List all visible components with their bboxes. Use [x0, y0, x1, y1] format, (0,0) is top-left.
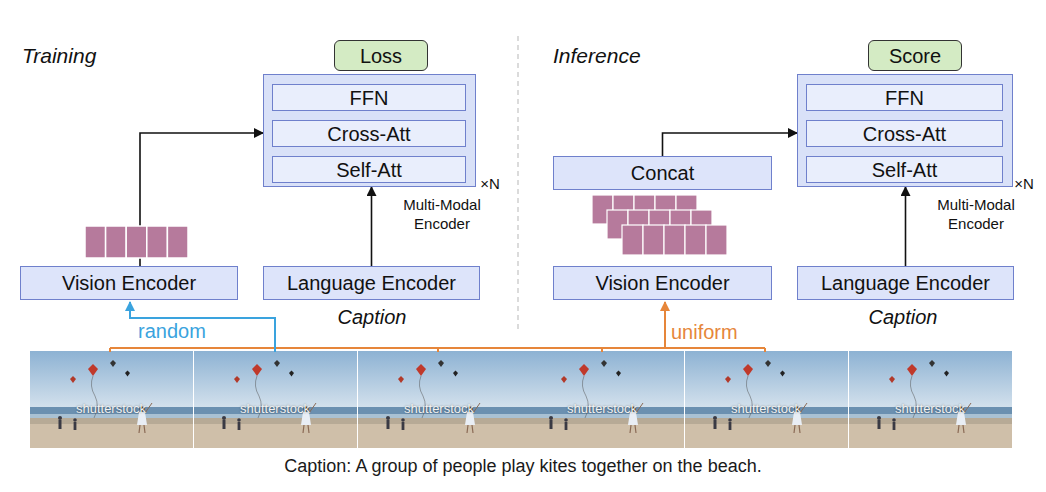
encoder-block: ×NMulti-Modal EncoderFFNCross-AttSelf-At…	[797, 74, 1013, 187]
layer-box: Cross-Att	[806, 120, 1003, 147]
repeat-mark: ×N	[1012, 175, 1036, 194]
box-label: Self-Att	[336, 159, 402, 181]
uniform-sampling-lines	[110, 302, 765, 352]
watermark: shutterstock	[880, 402, 980, 417]
video-frames	[30, 351, 1012, 448]
box-label: Score	[889, 45, 941, 67]
input-label: Caption	[853, 306, 953, 329]
block-name: Multi-Modal Encoder	[928, 196, 1024, 234]
layer-box: Self-Att	[272, 156, 466, 183]
flow-arrow	[905, 187, 907, 266]
box-label: Cross-Att	[863, 123, 946, 145]
input-label: Caption	[322, 306, 422, 329]
watermark: shutterstock	[716, 402, 816, 417]
watermark: shutterstock	[552, 402, 652, 417]
box-label: Vision Encoder	[62, 272, 196, 294]
watermark: shutterstock	[225, 402, 325, 417]
encoder-box: Language Encoder	[797, 266, 1014, 300]
box-label: Vision Encoder	[595, 272, 729, 294]
score-box: Score	[868, 40, 962, 71]
sampling-label: uniform	[671, 321, 738, 344]
watermark: shutterstock	[61, 402, 161, 417]
section-title: Training	[22, 44, 96, 68]
flow-arrow	[371, 187, 373, 266]
watermark: shutterstock	[389, 402, 489, 417]
box-label: Concat	[631, 162, 694, 184]
concat-box: Concat	[553, 156, 772, 190]
sampling-label: random	[138, 320, 206, 343]
token-strip	[85, 226, 188, 258]
flow-arrow	[140, 133, 263, 266]
repeat-mark: ×N	[478, 175, 502, 194]
flow-arrow	[663, 133, 798, 156]
box-label: Cross-Att	[327, 123, 410, 145]
encoder-box: Vision Encoder	[20, 266, 238, 300]
section-title: Inference	[553, 44, 641, 68]
random-sampling-line	[130, 302, 275, 352]
encoder-box: Language Encoder	[263, 266, 480, 300]
box-label: FFN	[885, 87, 924, 109]
layer-box: Cross-Att	[272, 120, 466, 147]
layer-box: FFN	[806, 84, 1003, 111]
box-label: Language Encoder	[821, 272, 990, 294]
figure-caption: Caption: A group of people play kites to…	[0, 456, 1046, 477]
encoder-box: Vision Encoder	[553, 266, 772, 300]
layer-box: FFN	[272, 84, 466, 111]
encoder-block: ×NMulti-Modal EncoderFFNCross-AttSelf-At…	[263, 74, 476, 187]
layer-box: Self-Att	[806, 156, 1003, 183]
divider-line	[517, 36, 518, 330]
token-stack	[592, 195, 727, 255]
box-label: FFN	[350, 87, 389, 109]
loss-box: Loss	[334, 40, 428, 71]
box-label: Loss	[360, 45, 402, 67]
box-label: Self-Att	[872, 159, 938, 181]
box-label: Language Encoder	[287, 272, 456, 294]
block-name: Multi-Modal Encoder	[394, 196, 490, 234]
